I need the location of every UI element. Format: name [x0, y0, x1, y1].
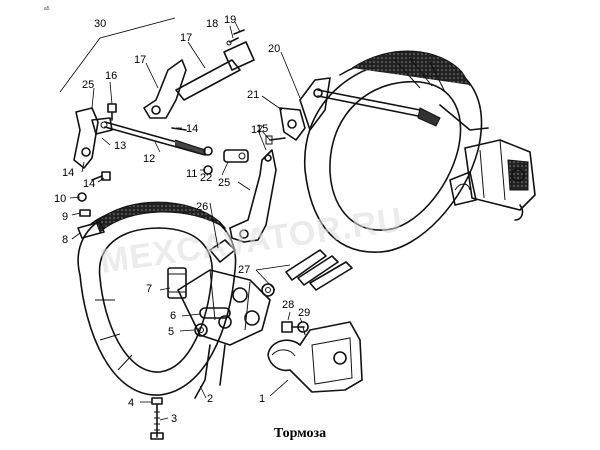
callout-27: 27 — [238, 264, 250, 276]
bracket-1 — [267, 321, 363, 393]
callout-1: 1 — [259, 393, 265, 405]
callout-21: 19 — [224, 14, 236, 26]
rod-19 — [175, 41, 255, 101]
lever-18 — [143, 59, 187, 119]
leader-lines — [59, 17, 303, 421]
callout-7: 7 — [146, 283, 152, 295]
callout-30: 30 — [94, 18, 106, 30]
callout-numbers: 30 18 19 17 20 17 16 25 21 14 15 17 17 1… — [54, 14, 310, 425]
callout-14-right: 14 — [186, 123, 198, 135]
callout-24: 22 — [200, 172, 212, 184]
callout-26: 26 — [196, 201, 208, 213]
callout-6: 6 — [170, 310, 176, 322]
part-8 — [77, 221, 105, 239]
callout-23: 21 — [247, 89, 259, 101]
callout-17-upper-right: 17 — [251, 124, 263, 136]
diagram-caption: Тормоза — [273, 426, 327, 441]
callout-3: 3 — [171, 413, 177, 425]
pins-27 — [261, 249, 353, 297]
callout-25-right: 25 — [218, 177, 230, 189]
callout-15: 14 — [62, 167, 74, 179]
callout-25-left: 25 — [82, 79, 94, 91]
callout-14-lower-left: 14 — [83, 178, 95, 190]
lever-23 — [265, 107, 306, 145]
pin-6 — [199, 307, 231, 319]
callout-12: 12 — [143, 153, 155, 165]
pin-21 — [233, 29, 245, 35]
rod-12 — [104, 121, 213, 156]
upper-actuator-bracket — [449, 139, 536, 221]
bolt-14-right — [171, 127, 187, 131]
callout-18: 17 — [134, 54, 146, 66]
fork-24 — [223, 149, 249, 163]
callout-2: 2 — [207, 393, 213, 405]
corner-mark: a5 — [44, 6, 50, 12]
lower-band-clamp — [167, 239, 271, 399]
nut-29 — [297, 321, 309, 336]
lever-16 — [229, 149, 277, 243]
bolt-28 — [281, 321, 305, 333]
callout-22: 20 — [268, 43, 280, 55]
callout-10: 10 — [54, 193, 66, 205]
callout-16: 15 — [256, 123, 268, 135]
callout-11: 11 — [186, 168, 197, 180]
pin-20 — [226, 37, 239, 46]
callout-4: 4 — [128, 397, 134, 409]
bolt-3 — [150, 397, 164, 440]
callout-29: 29 — [298, 307, 310, 319]
part-9 — [79, 209, 91, 217]
washer-5 — [194, 323, 208, 337]
callout-19: 17 — [180, 32, 192, 44]
callout-20: 18 — [206, 18, 218, 30]
callout-5: 5 — [168, 326, 174, 338]
brake-band-upper — [304, 50, 489, 253]
bolt-14-left — [91, 171, 111, 181]
callout-28: 28 — [282, 299, 294, 311]
lever-15 — [73, 107, 113, 169]
callout-13: 13 — [114, 140, 126, 152]
callout-9: 9 — [62, 211, 68, 223]
callout-8: 8 — [62, 234, 68, 246]
callout-17-left: 16 — [105, 70, 117, 82]
upper-link-22 — [299, 77, 441, 131]
